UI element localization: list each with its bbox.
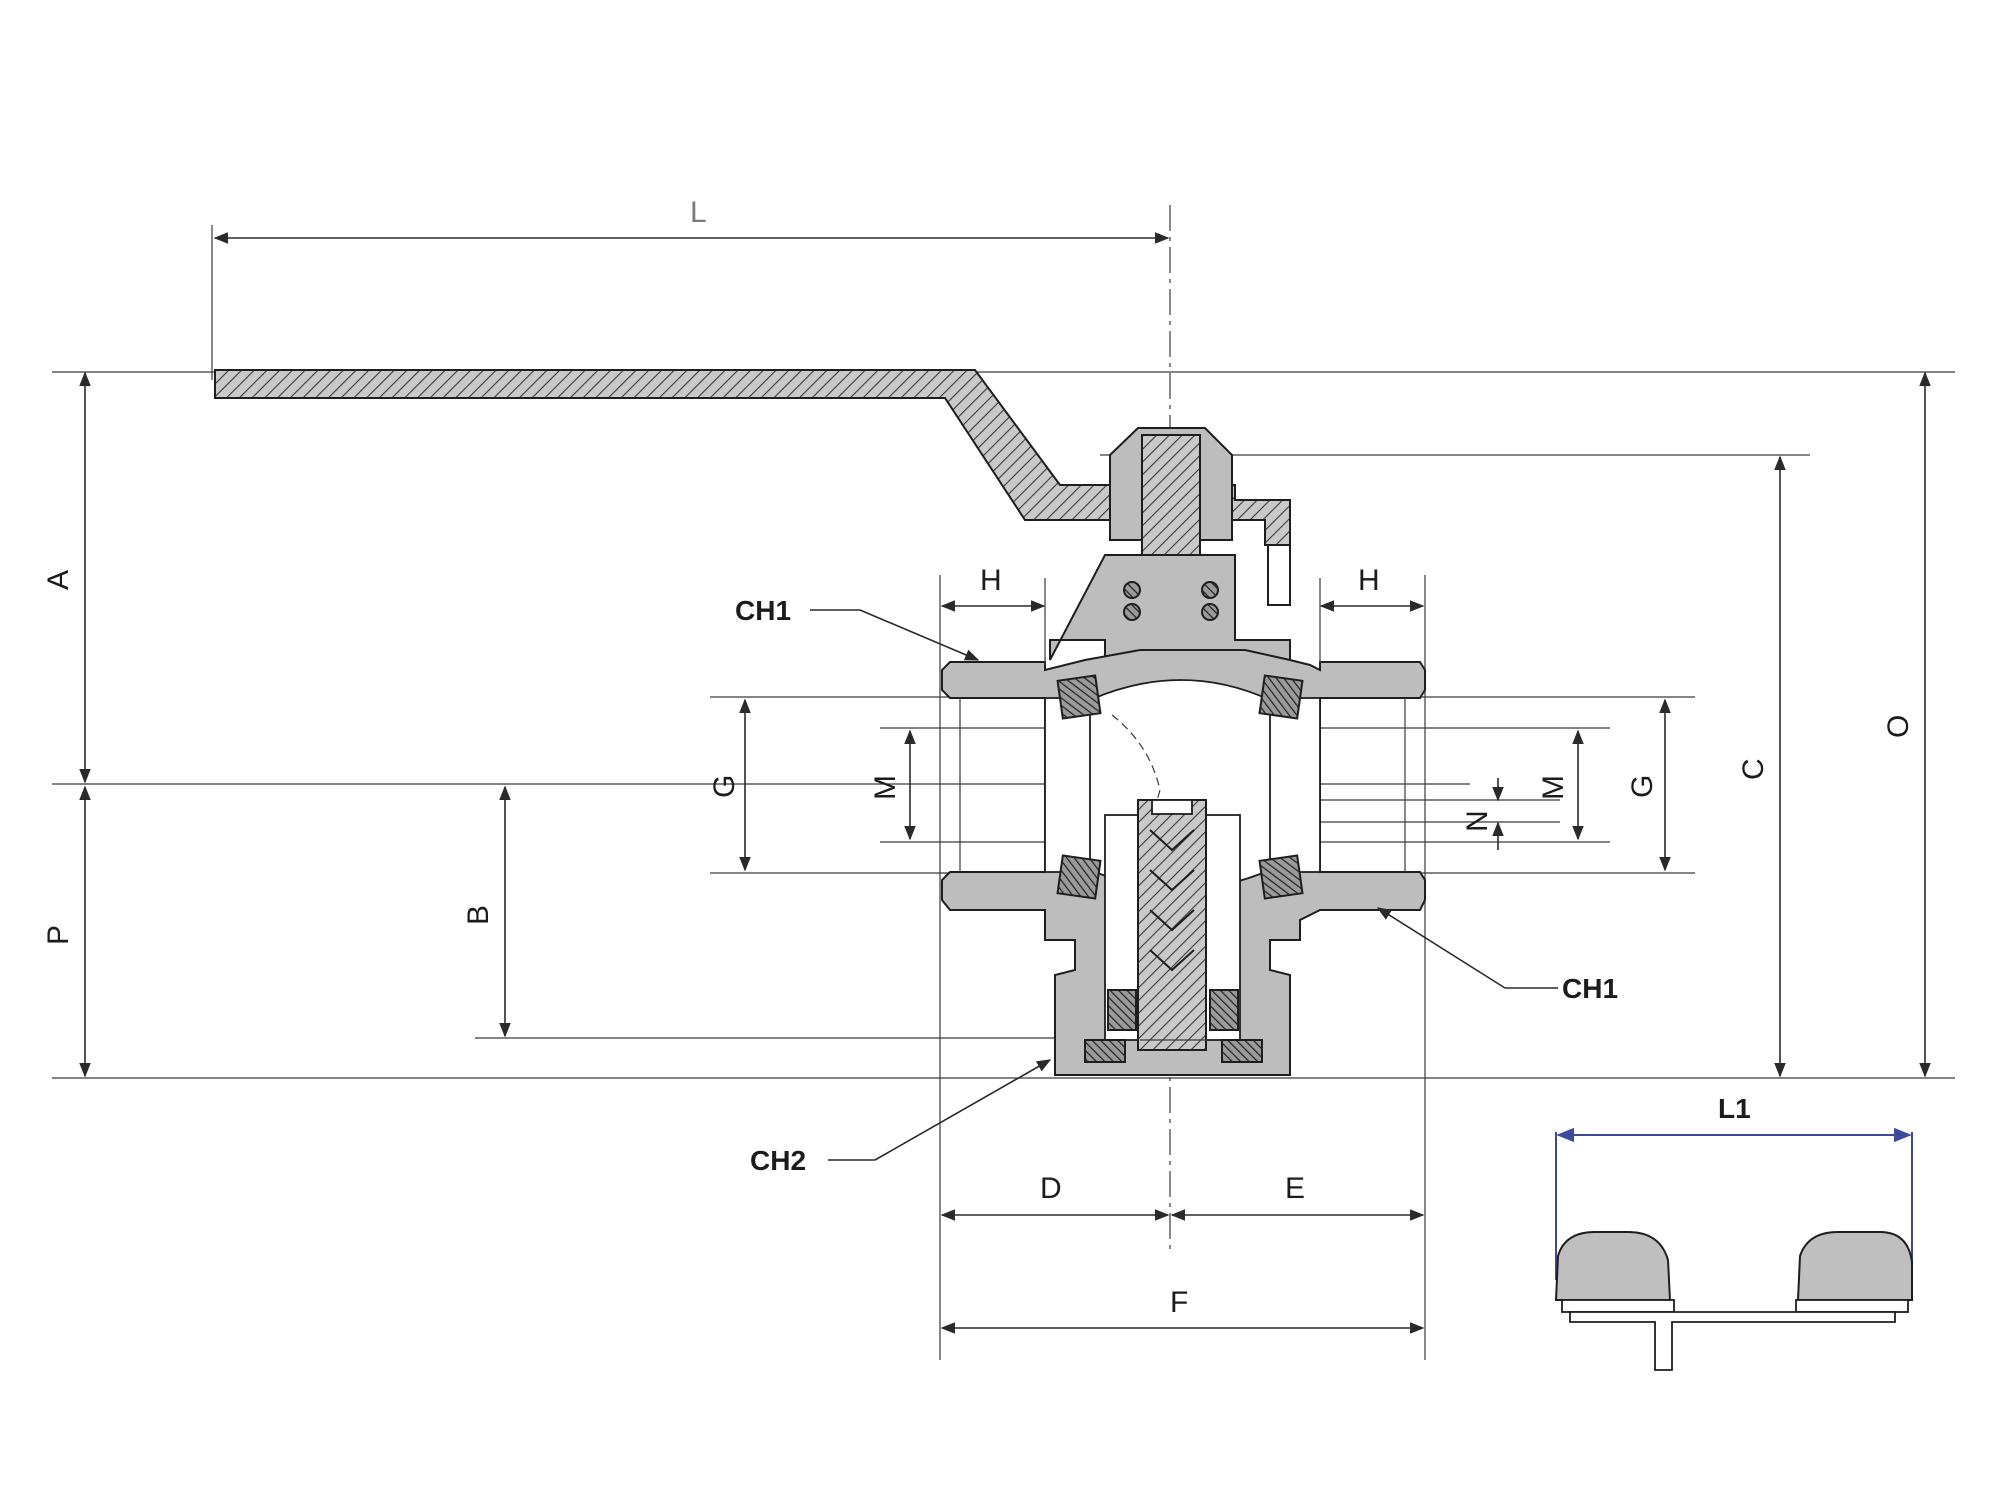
label-L1: L1: [1718, 1093, 1751, 1124]
dimension-D: D: [940, 1172, 1170, 1221]
dimension-F: F: [940, 1286, 1425, 1334]
dimension-A: A: [42, 371, 91, 784]
leader-CH2: CH2: [750, 1059, 1052, 1176]
leader-CH1-bottom: CH1: [1376, 907, 1618, 1004]
label-L: L: [690, 196, 707, 229]
leader-CH1-top: CH1: [735, 595, 980, 661]
label-P: P: [42, 925, 75, 945]
dimension-N: N: [1461, 778, 1504, 850]
dimension-P: P: [42, 785, 91, 1078]
dimension-L: L: [213, 196, 1170, 244]
label-O: O: [1882, 715, 1915, 738]
dimension-H-left: H: [940, 564, 1046, 665]
label-CH1-top: CH1: [735, 595, 791, 626]
bonnet: [1049, 554, 1291, 661]
label-A: A: [42, 570, 75, 590]
label-M-left: M: [869, 775, 902, 800]
label-C: C: [1737, 758, 1770, 780]
label-M-right: M: [1537, 775, 1570, 800]
dimension-O: O: [1882, 371, 1931, 1078]
dimension-H-right: H: [1319, 564, 1425, 665]
dimension-E: E: [1170, 1172, 1425, 1221]
label-CH2: CH2: [750, 1145, 806, 1176]
label-H-left: H: [980, 564, 1002, 597]
label-G-right: G: [1626, 775, 1659, 798]
dimension-G-left: G: [708, 698, 751, 872]
inset-left-wing: [1554, 1231, 1672, 1301]
label-F: F: [1170, 1286, 1188, 1319]
label-N: N: [1461, 810, 1494, 832]
label-B: B: [462, 905, 495, 925]
dimension-M-right: M: [1537, 729, 1584, 841]
label-E: E: [1285, 1172, 1305, 1205]
label-CH1-bottom: CH1: [1562, 973, 1618, 1004]
stem-orings: [1123, 581, 1219, 621]
inset-right-wing: [1796, 1231, 1913, 1301]
label-D: D: [1040, 1172, 1062, 1205]
label-G-left: G: [708, 775, 741, 798]
dimension-C: C: [1737, 455, 1786, 1078]
dimension-G-right: G: [1626, 698, 1671, 872]
valve-body: [941, 649, 1426, 1076]
dimension-B: B: [462, 785, 511, 1038]
dimension-M-left: M: [869, 729, 916, 841]
inset-butterfly-handle: L1: [1554, 1093, 1913, 1371]
label-H-right: H: [1358, 564, 1380, 597]
lever-tip: [1267, 544, 1291, 606]
